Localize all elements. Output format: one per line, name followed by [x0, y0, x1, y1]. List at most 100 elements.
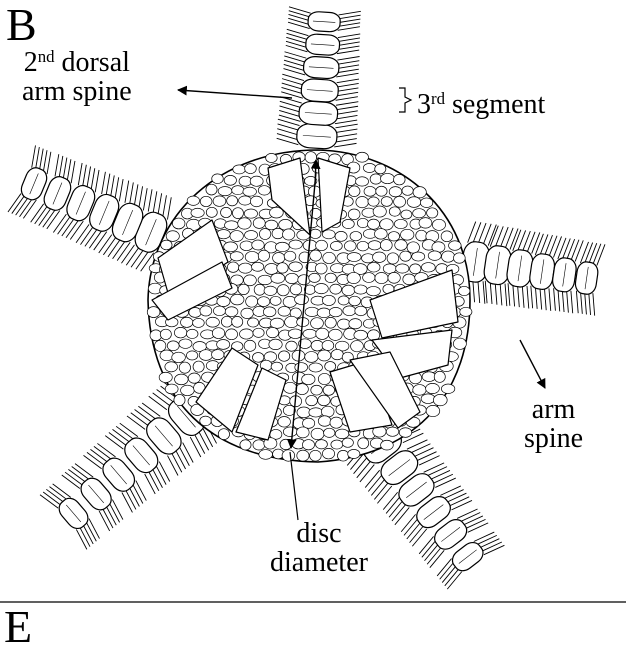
disc-scale	[243, 208, 258, 219]
disc-scale	[231, 316, 244, 328]
disc-scale	[239, 328, 254, 340]
disc-scale	[296, 449, 310, 462]
arm-spine	[512, 283, 516, 307]
arm-spine	[530, 285, 534, 309]
arm-spine	[58, 155, 64, 179]
arm-spine	[557, 237, 567, 260]
disc-scale	[386, 252, 400, 265]
segment-suture	[304, 112, 332, 115]
arm-spine	[353, 456, 369, 474]
arm-left	[7, 145, 172, 272]
disc-scale	[388, 206, 401, 217]
disc-scale	[230, 274, 244, 286]
disc-scale	[412, 186, 427, 199]
disc-scale	[190, 403, 205, 416]
arm-spine	[281, 82, 304, 90]
disc-scale	[355, 196, 369, 209]
disc-scale	[302, 328, 317, 339]
arm-spine	[588, 292, 591, 316]
panel-letter: B	[6, 0, 37, 50]
disc-scale	[374, 272, 389, 285]
disc-scale	[165, 230, 180, 242]
arm-spine	[130, 248, 145, 268]
arm-spine	[429, 470, 451, 481]
arm-spine	[90, 168, 96, 191]
arm-spine	[197, 430, 210, 451]
disc-scale	[283, 250, 297, 262]
segment-suture	[110, 465, 127, 485]
disc-scale	[369, 173, 383, 185]
disc-scale	[374, 163, 387, 175]
disc-scale	[348, 295, 361, 307]
disc-scale	[329, 283, 342, 295]
disc-scale	[249, 175, 264, 187]
disc-scale	[231, 185, 245, 196]
arm-spine	[494, 226, 504, 248]
arm-spine	[388, 499, 404, 518]
disc-scale	[304, 176, 318, 186]
disc-scale	[178, 361, 191, 374]
disc-scale	[393, 218, 408, 230]
disc-scale	[380, 173, 395, 185]
disc-scale	[335, 340, 350, 352]
arm-spine	[46, 488, 65, 504]
disc-scale	[252, 327, 265, 338]
arm-spine	[201, 426, 214, 448]
disc-scale	[251, 239, 265, 251]
arm-spine	[147, 470, 160, 492]
arm-spine	[157, 193, 163, 216]
disc-scale	[275, 241, 290, 253]
disc-scale	[375, 185, 388, 197]
disc-scale	[401, 185, 414, 196]
disc-scale	[314, 262, 328, 275]
disc-scale	[362, 272, 376, 283]
arm-spine	[451, 500, 473, 511]
arm-spine	[162, 195, 167, 218]
disc-scale	[387, 272, 401, 284]
arm-spine	[110, 175, 115, 198]
disc-scale	[223, 174, 237, 186]
disc-scale	[402, 273, 416, 286]
disc-scale	[251, 261, 265, 272]
arm-spine	[57, 215, 71, 235]
arm-spine	[111, 499, 124, 520]
disc-scale	[425, 404, 441, 418]
arm-spine	[539, 287, 543, 310]
arm-spine	[337, 26, 360, 31]
arm-spine	[77, 162, 83, 186]
arm-spine	[472, 222, 482, 244]
disc-scale	[186, 195, 200, 206]
segment-suture	[66, 504, 82, 523]
arm-spine	[80, 225, 94, 245]
arm-spine	[526, 285, 530, 309]
arm-spine	[42, 208, 57, 228]
disc-scale	[296, 426, 310, 439]
arm-spine	[147, 189, 153, 212]
disc-scale	[160, 239, 173, 251]
disc-scale	[334, 231, 348, 242]
arm-spine	[334, 142, 357, 148]
arm-spine	[548, 235, 558, 257]
disc-scale	[367, 262, 381, 273]
disc-scale	[432, 218, 446, 231]
disc-scale	[374, 228, 388, 240]
arm-spine-line1: arm	[531, 394, 576, 425]
arm-spine	[70, 160, 76, 184]
disc-scale	[344, 240, 357, 252]
disc-scale	[244, 251, 260, 263]
disc-scale	[330, 241, 343, 251]
arm-spine	[482, 223, 492, 246]
arm-spine	[415, 451, 437, 462]
disc-scale	[406, 241, 420, 254]
segment-suture	[302, 135, 331, 138]
arm-spine	[94, 169, 100, 193]
disc-scale	[341, 218, 355, 229]
disc-scale	[238, 195, 252, 206]
arm-spine	[278, 114, 301, 122]
disc-scale	[199, 305, 213, 317]
arm-spine	[472, 279, 476, 303]
disc-scale	[173, 394, 186, 406]
disc-scale	[263, 285, 278, 296]
disc-scale	[257, 274, 273, 286]
disc-scale	[412, 208, 426, 219]
